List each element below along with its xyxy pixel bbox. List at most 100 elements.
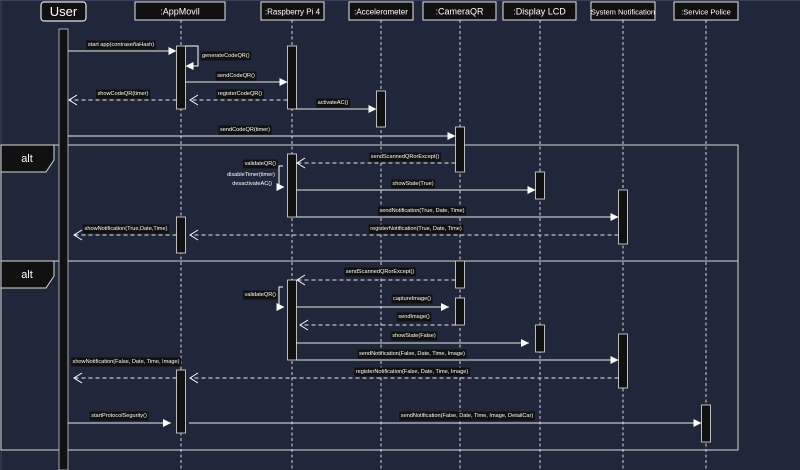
lifeline-label: :Raspberry Pi 4 — [265, 8, 321, 17]
activation-rpi — [287, 45, 297, 110]
lifeline-head-cam[interactable]: :CameraQR — [422, 1, 497, 21]
message-m11[interactable] — [296, 213, 619, 221]
message-label-bg — [215, 71, 257, 81]
lifeline-heads: User :AppMovil :Raspberry Pi 4 :Acceleromet… — [40, 1, 739, 22]
message-label-bg — [96, 89, 151, 99]
activation-cam — [455, 297, 465, 326]
message-m14[interactable] — [296, 274, 456, 286]
activation-user — [58, 28, 69, 470]
message-label-text: sendCodeQR() — [217, 73, 255, 79]
message-label-text: registerCodeQR() — [218, 91, 262, 97]
arrowhead-open — [189, 372, 199, 384]
arrowhead-filled — [447, 132, 456, 140]
message-label-text: showState(False) — [392, 333, 436, 339]
message-m6[interactable] — [296, 105, 377, 113]
message-label-m2: generateCodeQR() — [200, 51, 252, 61]
message-label-m14: sendScannedQRorExcept() — [344, 267, 416, 277]
message-m21[interactable] — [73, 372, 177, 384]
lifeline-head-acc[interactable]: :Accelerometer — [348, 1, 414, 21]
message-m22[interactable] — [68, 419, 171, 427]
lifeline-label: System Notification — [591, 8, 655, 17]
message-label-bg — [216, 89, 264, 99]
message-label-bg — [396, 312, 432, 322]
message-label-m22: startProtocolSegurity() — [89, 411, 149, 421]
arrowhead-filled — [521, 339, 529, 347]
arrowhead-filled — [693, 419, 702, 427]
lifeline-head-pol[interactable]: :Service Police — [673, 1, 739, 21]
lifeline-head-sys[interactable]: System Notification — [590, 1, 656, 21]
message-m5[interactable] — [189, 94, 288, 106]
message-label-bg — [86, 40, 156, 50]
message-label-m20: registerNotification(False, Date, Time, … — [354, 367, 470, 377]
arrowhead-open — [73, 372, 83, 384]
lifeline-label: :AppMovil — [160, 7, 200, 17]
message-label-m11: sendNotification(True, Date, Time) — [378, 206, 467, 216]
arrowhead-open — [296, 157, 306, 169]
message-label-m12: registerNotification(True, Date, Time) — [368, 224, 464, 234]
activation-app — [176, 216, 186, 254]
arrowhead-filled — [527, 186, 536, 194]
message-m15[interactable] — [276, 286, 285, 311]
arrowhead-filled — [276, 303, 285, 311]
message-m4[interactable] — [68, 94, 177, 106]
message-label-m23: sendNotification(False, Date, Time, Imag… — [399, 411, 535, 421]
message-m19[interactable] — [296, 356, 619, 364]
message-label-text: sendNotification(False, Date, Time, Imag… — [359, 351, 465, 357]
message-label-bg — [390, 179, 436, 189]
message-label-text: showNotification(True,Date,Time) — [85, 226, 168, 232]
activation-lcd — [535, 171, 545, 200]
arrowhead-filled — [610, 213, 619, 221]
message-label-m13: showNotification(True,Date,Time) — [83, 224, 170, 234]
activation-acc — [376, 90, 386, 128]
message-m20[interactable] — [189, 372, 619, 384]
message-m8[interactable] — [296, 157, 456, 169]
lifeline-head-rpi[interactable]: :Raspberry Pi 4 — [260, 1, 325, 21]
message-m12[interactable] — [189, 229, 619, 241]
message-m3[interactable] — [185, 78, 288, 86]
message-extra-label: desactivateAC() — [232, 181, 272, 187]
message-m9[interactable] — [276, 165, 285, 191]
arrowhead-filled — [168, 47, 177, 55]
lifeline-label: :Accelerometer — [354, 8, 408, 17]
lifeline-head-lcd[interactable]: :Display LCD — [502, 1, 577, 21]
message-label-bg — [399, 411, 535, 421]
message-m16[interactable] — [296, 303, 450, 311]
activation-rpi — [287, 153, 297, 218]
message-label-bg — [71, 357, 182, 367]
message-m23[interactable] — [189, 419, 702, 427]
message-m13[interactable] — [73, 229, 177, 241]
arrowhead-open — [296, 274, 306, 286]
actor-user-head[interactable]: User — [40, 1, 87, 22]
message-m7[interactable] — [68, 132, 456, 140]
message-label-text: registerNotification(False, Date, Time, … — [356, 369, 469, 375]
message-label-bg — [378, 206, 467, 216]
message-m1[interactable] — [68, 47, 177, 55]
message-label-m5: registerCodeQR() — [216, 89, 264, 99]
activation-bars — [58, 28, 711, 470]
message-label-text: startProtocolSegurity() — [91, 413, 147, 419]
activation-pol — [701, 404, 711, 443]
message-label-text: start app(contraseñaHash) — [88, 42, 154, 48]
lifeline-box — [673, 1, 739, 21]
activation-sys — [618, 333, 628, 389]
message-m17[interactable] — [299, 319, 456, 331]
message-m10[interactable] — [296, 186, 536, 194]
activation-app — [176, 45, 186, 110]
message-label-m3: sendCodeQR() — [215, 71, 257, 81]
arrowhead-filled — [368, 105, 377, 113]
message-label-bg — [354, 367, 470, 377]
message-label-text: showState(True) — [392, 181, 433, 187]
lifeline-head-app[interactable]: :AppMovil — [134, 1, 226, 21]
arrowhead-filled — [441, 303, 449, 311]
message-label-m18: showState(False) — [390, 331, 438, 341]
message-label-bg — [357, 349, 467, 359]
lifeline-box — [134, 1, 226, 21]
message-m18[interactable] — [296, 339, 530, 347]
message-label-text: activateAC() — [318, 100, 349, 106]
fragment-frame — [0, 260, 739, 451]
lifeline-box — [590, 1, 656, 21]
message-label-text: sendScannedQRorExcept() — [371, 154, 440, 160]
lifeline-box — [502, 1, 577, 21]
message-m2[interactable] — [185, 45, 199, 70]
